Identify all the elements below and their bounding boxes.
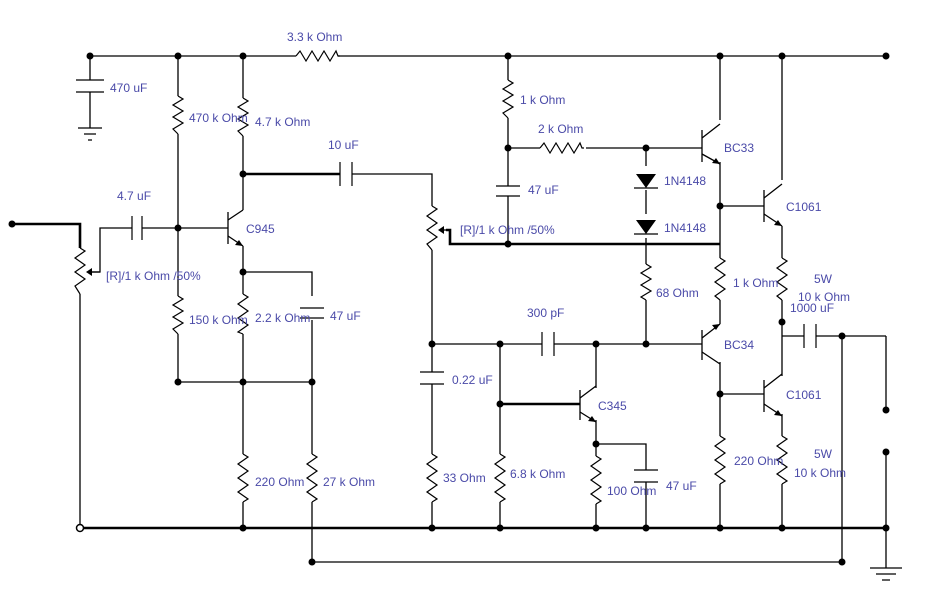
label-r-150k: 150 k Ohm xyxy=(189,313,248,327)
diode-1n4148-top xyxy=(634,174,658,189)
label-r-10k-bot: 10 k Ohm xyxy=(794,466,846,480)
label-r-6k8: 6.8 k Ohm xyxy=(510,467,565,481)
label-d2: 1N4148 xyxy=(664,221,706,235)
wires xyxy=(12,55,902,581)
junctions xyxy=(8,52,890,566)
resistor-27k xyxy=(305,453,319,503)
potentiometer-mid xyxy=(425,205,446,251)
label-r-220-left: 220 Ohm xyxy=(255,475,304,489)
label-r-10k-top: 10 k Ohm xyxy=(798,290,850,304)
label-q-c1061-bot: C1061 xyxy=(786,388,822,402)
resistor-4k7 xyxy=(236,97,250,137)
label-p-5w-bot: 5W xyxy=(814,447,833,461)
label-r-100: 100 Ohm xyxy=(607,484,656,498)
label-c-1000u: 1000 uF xyxy=(790,301,834,315)
resistors xyxy=(171,49,789,505)
capacitor-47u-mid xyxy=(300,307,324,319)
label-pot-in: [R]/1 k Ohm /50% xyxy=(106,269,201,283)
transistor-c345 xyxy=(579,385,597,423)
resistor-6k8 xyxy=(493,453,507,503)
potentiometer-input xyxy=(73,247,100,295)
label-r-3k3: 3.3 k Ohm xyxy=(287,30,342,44)
label-q-bc34: BC34 xyxy=(724,338,754,352)
label-q-c945: C945 xyxy=(246,222,275,236)
capacitor-47u-top xyxy=(496,185,520,197)
diode-1n4148-bot xyxy=(634,220,658,235)
label-r-27k: 27 k Ohm xyxy=(323,475,375,489)
capacitor-10u xyxy=(339,162,353,186)
capacitor-300p xyxy=(541,332,555,356)
label-c-4u7: 4.7 uF xyxy=(117,189,151,203)
label-q-c345: C345 xyxy=(598,399,627,413)
label-c-300p: 300 pF xyxy=(527,306,564,320)
resistor-68 xyxy=(639,263,653,301)
capacitor-1000u xyxy=(803,324,817,348)
resistor-150k xyxy=(171,295,185,335)
capacitor-47u-bot xyxy=(634,469,658,483)
potentiometers xyxy=(73,205,446,295)
label-c-47u-top: 47 uF xyxy=(528,183,559,197)
label-c-10u: 10 uF xyxy=(328,138,359,152)
label-r-1k-top: 1 k Ohm xyxy=(520,93,565,107)
capacitors xyxy=(76,79,817,483)
label-q-c1061-top: C1061 xyxy=(786,200,822,214)
label-r-33: 33 Ohm xyxy=(443,471,486,485)
label-pot-mid: [R]/1 k Ohm /50% xyxy=(460,223,555,237)
label-c-47u-mid: 47 uF xyxy=(330,309,361,323)
component-labels: 3.3 k Ohm 470 uF 470 k Ohm 4.7 k Ohm 10 … xyxy=(106,30,850,498)
resistor-10k-top xyxy=(775,257,789,301)
diodes xyxy=(634,174,658,235)
transistors xyxy=(227,123,783,423)
label-r-2k2: 2.2 k Ohm xyxy=(255,311,310,325)
label-r-470k: 470 k Ohm xyxy=(189,111,248,125)
resistor-10k-bot xyxy=(775,435,789,485)
transistor-c1061-top xyxy=(763,183,783,227)
label-r-2k: 2 k Ohm xyxy=(538,122,583,136)
resistor-1k-top xyxy=(501,79,515,119)
label-r-220-right: 220 Ohm xyxy=(734,454,783,468)
transistor-bc34 xyxy=(701,323,721,365)
resistor-3k3 xyxy=(295,49,340,63)
resistor-2k2 xyxy=(236,293,250,335)
transistor-bc33 xyxy=(701,123,721,165)
label-p-5w-top: 5W xyxy=(814,272,833,286)
resistor-1k-right xyxy=(713,257,727,301)
label-r-68: 68 Ohm xyxy=(656,286,699,300)
label-q-bc33: BC33 xyxy=(724,141,754,155)
resistor-220-right xyxy=(713,435,727,485)
capacitor-4u7 xyxy=(131,216,143,240)
label-d1: 1N4148 xyxy=(664,174,706,188)
resistor-2k xyxy=(539,141,584,155)
label-r-4k7: 4.7 k Ohm xyxy=(255,115,310,129)
label-c-470u: 470 uF xyxy=(110,81,147,95)
label-c-47u-bot: 47 uF xyxy=(666,479,697,493)
transistor-c945 xyxy=(227,209,244,247)
resistor-220-left xyxy=(236,453,250,503)
label-r-1k-right: 1 k Ohm xyxy=(733,276,778,290)
resistor-100 xyxy=(589,455,603,505)
label-c-022u: 0.22 uF xyxy=(452,373,493,387)
resistor-470k xyxy=(171,95,185,135)
resistor-33 xyxy=(425,453,439,503)
transistor-c1061-bot xyxy=(763,373,783,417)
capacitor-022u xyxy=(420,371,444,385)
capacitor-470u xyxy=(76,79,104,93)
